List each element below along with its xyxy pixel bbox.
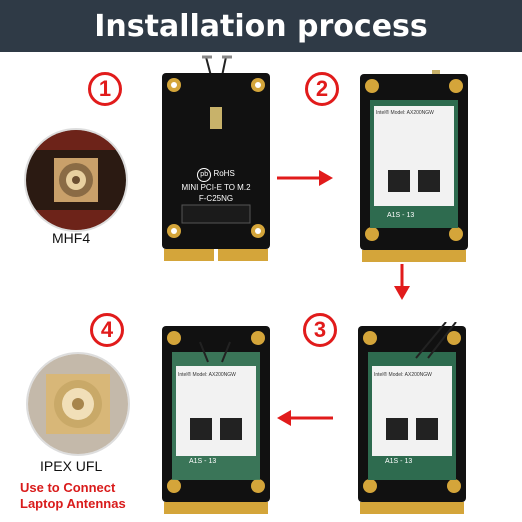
- mhf4-connector-zoom: [24, 128, 128, 232]
- adapter-board-step4: [162, 326, 270, 514]
- ipex-ufl-label: IPEX UFL: [40, 458, 103, 474]
- card-label-step2: Intel® Model: AX200NGW: [376, 110, 434, 116]
- page-title-banner: Installation process: [0, 0, 522, 52]
- arrow-left-icon: [277, 410, 333, 426]
- arrow-down-icon: [394, 264, 410, 300]
- card-label-step4: Intel® Model: AX200NGW: [178, 372, 236, 378]
- pb-logo-icon: pb: [197, 168, 212, 182]
- adapter-silkscreen: pb RoHS MINI PCI-E TO M.2 F-C25NG: [181, 168, 251, 203]
- step-3-marker: 3: [303, 313, 337, 347]
- arrow-right-icon: [277, 170, 333, 186]
- adapter-board-step2: [360, 70, 468, 262]
- adapter-board-step1: [162, 55, 270, 261]
- ipex-ufl-connector-zoom: [26, 352, 130, 456]
- adapter-board-step3: [358, 322, 466, 514]
- page-title: Installation process: [94, 8, 428, 44]
- step-1-marker: 1: [88, 72, 122, 106]
- card-slot-text-step4: A1S - 13: [189, 458, 217, 465]
- card-slot-text-step2: A1S - 13: [387, 212, 415, 219]
- card-slot-text-step3: A1S - 13: [385, 458, 413, 465]
- step-2-marker: 2: [305, 72, 339, 106]
- mhf4-label: MHF4: [52, 230, 91, 246]
- step-4-marker: 4: [90, 313, 124, 347]
- antenna-note: Use to Connect Laptop Antennas: [20, 480, 126, 511]
- card-label-step3: Intel® Model: AX200NGW: [374, 372, 432, 378]
